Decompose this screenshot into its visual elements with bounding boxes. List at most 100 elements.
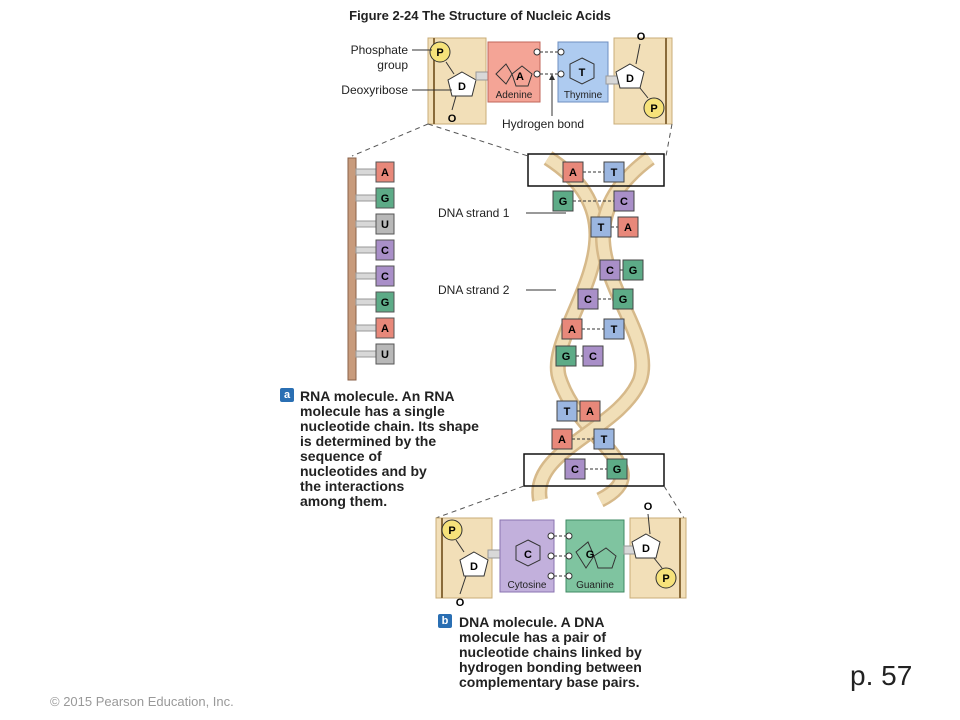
phosphate-circle-right [643,97,665,119]
svg-text:G: G [619,294,628,306]
svg-text:G: G [629,265,638,277]
svg-text:T: T [611,324,618,336]
rna-caption-line-7: among them. [300,493,388,509]
dna-strand-1-label: DNA strand 1 [438,206,510,220]
svg-text:D: D [626,73,634,85]
svg-text:P: P [448,525,455,537]
thymine-block [557,41,609,103]
svg-text:G: G [381,193,390,205]
rna-base-4: C [355,265,395,287]
rna-caption-line-2: nucleotide chain. Its shape [300,418,479,434]
deoxyribose-shape-right [615,63,645,89]
svg-text:U: U [381,349,389,361]
panel-a-tag: a [280,388,294,402]
figure-title: Figure 2-24 The Structure of Nucleic Aci… [349,8,611,23]
page-number: p. 57 [850,660,913,691]
rna-backbone [347,157,357,381]
copyright: © 2015 Pearson Education, Inc. [50,694,234,709]
svg-text:G: G [381,297,390,309]
deoxyribose-label: Deoxyribose [341,83,408,97]
svg-text:D: D [458,81,466,93]
rna-base-6: A [355,317,395,339]
svg-text:C: C [381,271,389,283]
svg-text:A: A [624,222,632,234]
phosphate-group-label: Phosphate group [350,43,408,72]
svg-text:G: G [562,351,571,363]
svg-text:C: C [606,265,614,277]
svg-text:T: T [611,167,618,179]
rna-caption-line-4: sequence of [300,448,382,464]
rna-base-2: U [355,213,395,235]
svg-text:C: C [381,245,389,257]
rna-base-5: G [355,291,395,313]
deoxyribose-shape [447,71,477,97]
svg-text:G: G [559,196,568,208]
panel-b-tag: b [438,614,452,628]
svg-text:O: O [644,501,653,513]
rna-bases: A G U C C G A U [355,161,395,365]
dna-caption-line-4: complementary base pairs. [459,674,640,690]
dna-caption-line-0: DNA molecule. A DNA [459,614,605,630]
svg-text:O: O [448,113,457,125]
svg-text:G: G [586,549,595,561]
svg-text:O: O [637,31,646,43]
svg-text:A: A [516,71,524,83]
svg-text:D: D [470,561,478,573]
svg-text:C: C [524,549,532,561]
rna-base-3: C [355,239,395,261]
svg-text:O: O [456,597,465,609]
svg-text:T: T [598,222,605,234]
svg-text:U: U [381,219,389,231]
svg-text:P: P [436,47,443,59]
thymine-label: Thymine [563,90,603,101]
svg-text:C: C [584,294,592,306]
rna-base-0: A [355,161,395,183]
cytosine-label: Cytosine [507,580,547,591]
rna-caption-line-6: the interactions [300,478,405,494]
rna-caption-line-5: nucleotides and by [300,463,427,479]
cytosine-block [499,519,555,593]
rna-base-7: U [355,343,395,365]
guanine-label: Guanine [576,580,614,591]
svg-text:P: P [662,573,669,585]
dna-caption-line-1: molecule has a pair of [459,629,607,645]
svg-text:G: G [613,464,622,476]
dna-strand-2-label: DNA strand 2 [438,283,510,297]
svg-text:A: A [558,434,566,446]
svg-text:C: C [571,464,579,476]
svg-text:T: T [579,67,586,79]
svg-text:A: A [569,167,577,179]
bottom-pair-highlight [523,453,665,487]
top-pair-highlight [527,153,665,187]
svg-text:A: A [568,324,576,336]
svg-text:P: P [650,103,657,115]
svg-text:A: A [381,167,389,179]
rna-caption-line-3: is determined by the [300,433,437,449]
svg-text:T: T [601,434,608,446]
dna-caption-line-3: hydrogen bonding between [459,659,642,675]
guanine-block [565,519,625,593]
svg-text:A: A [586,406,594,418]
phosphate-circle [429,41,451,63]
svg-text:C: C [620,196,628,208]
adenine-label: Adenine [495,90,533,101]
svg-text:D: D [642,543,650,555]
svg-text:A: A [381,323,389,335]
hydrogen-bond-label: Hydrogen bond [502,117,585,131]
svg-text:C: C [589,351,597,363]
svg-text:T: T [564,406,571,418]
dna-caption-line-2: nucleotide chains linked by [459,644,642,660]
